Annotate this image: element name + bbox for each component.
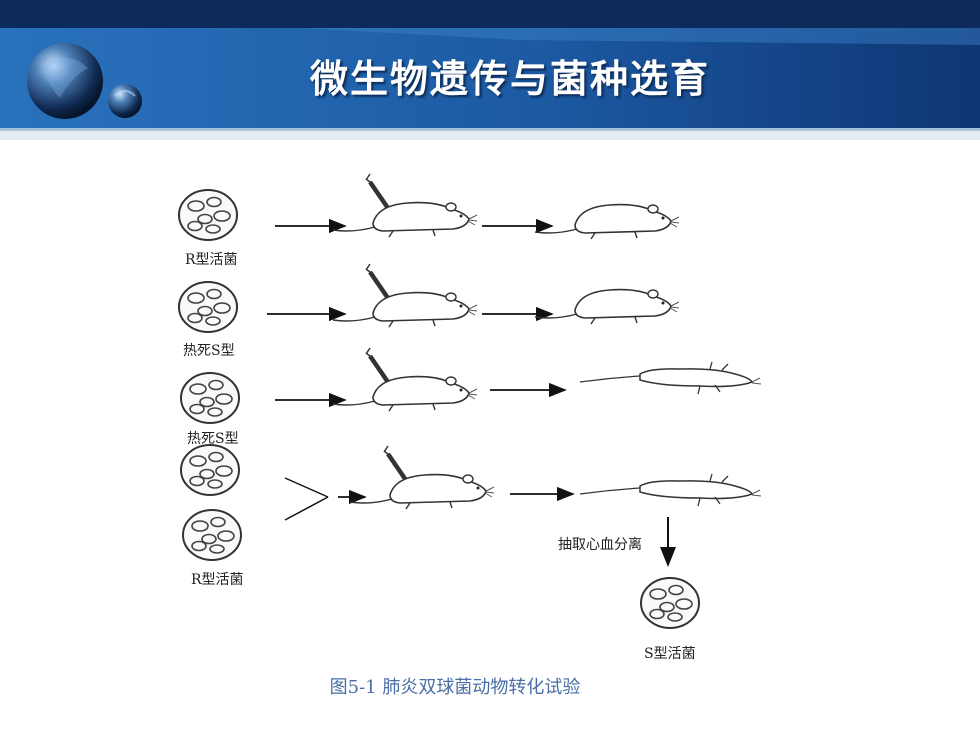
header-banner: [0, 0, 980, 140]
petri-dish-icon: [182, 509, 242, 561]
figure-caption: 图5-1 肺炎双球菌动物转化试验: [329, 677, 581, 698]
dead-mouse-icon: [579, 361, 762, 395]
merge-line: [284, 496, 329, 521]
extract-label: 抽取心血分离: [558, 537, 642, 553]
petri-dish-icon: [180, 444, 240, 496]
injected-mouse-icon: [349, 473, 495, 510]
row4-label-r: R型活菌: [191, 572, 244, 588]
live-mouse-icon: [534, 288, 680, 325]
petri-dish-icon: [178, 189, 238, 241]
row2-label: 热死S型: [183, 343, 235, 359]
petri-dish-icon: [178, 281, 238, 333]
petri-dish-icon: [640, 577, 700, 629]
injected-mouse-icon: [332, 375, 478, 412]
live-mouse-icon: [534, 203, 680, 240]
row1-label: R型活菌: [185, 252, 238, 268]
row3-label: 热死S型: [187, 431, 239, 447]
result-label: S型活菌: [644, 646, 696, 662]
slide-title: 微生物遗传与菌种选育: [309, 57, 710, 101]
petri-dish-icon: [180, 372, 240, 424]
globe-logo-icon: [27, 43, 142, 119]
injected-mouse-icon: [332, 291, 478, 328]
merge-line: [284, 477, 329, 498]
injected-mouse-icon: [332, 201, 478, 238]
dead-mouse-icon: [579, 473, 762, 507]
